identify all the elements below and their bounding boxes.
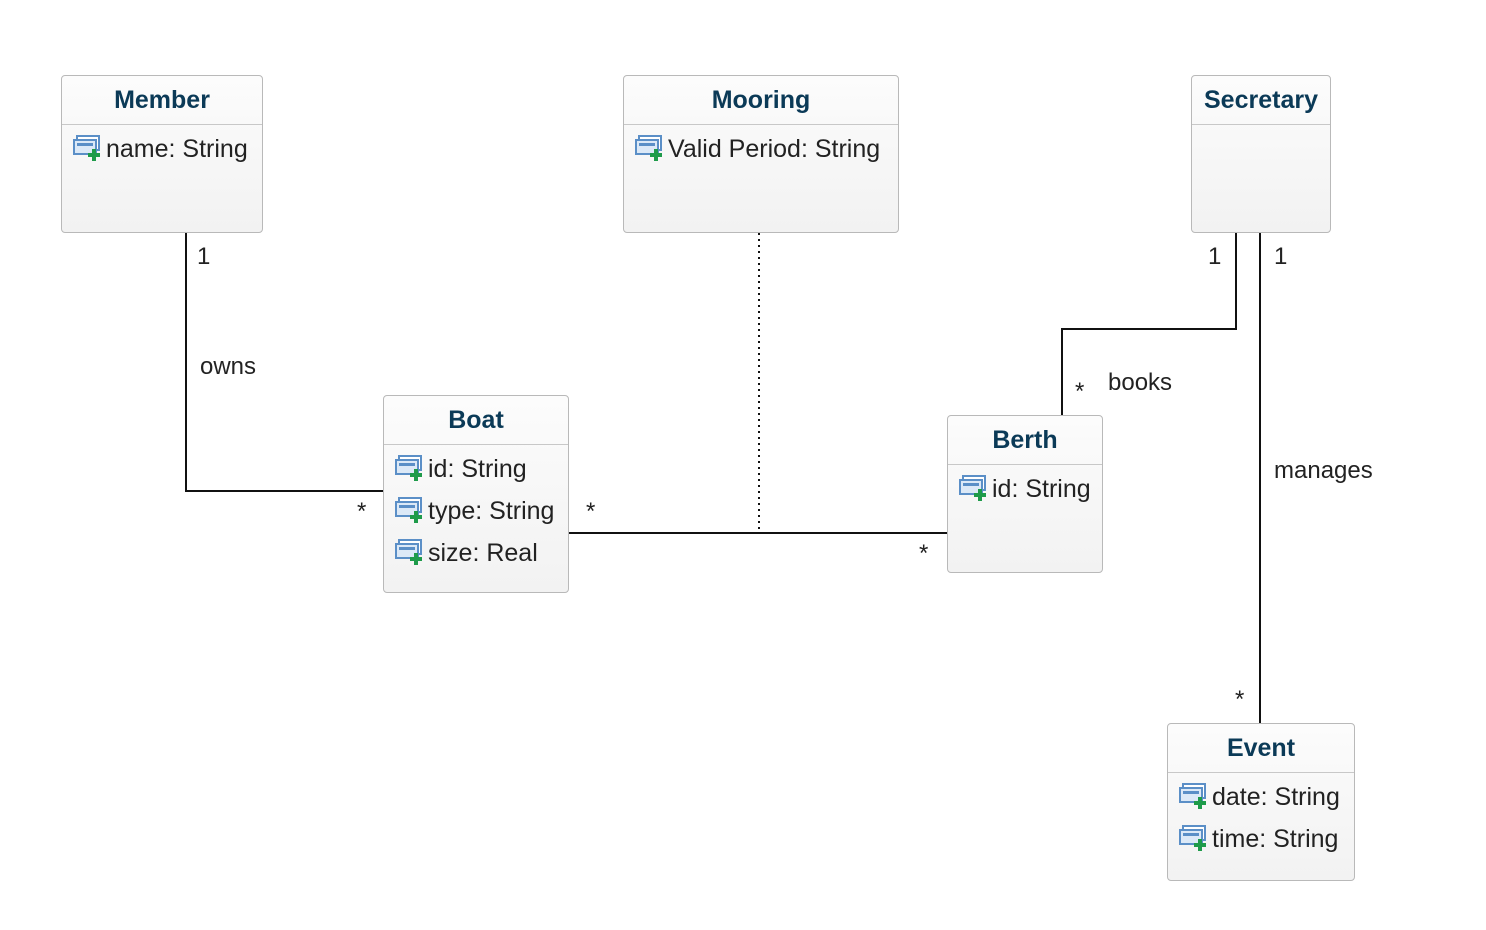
owns-member-multiplicity: 1 bbox=[197, 243, 211, 270]
class-name: Member bbox=[62, 76, 262, 125]
class-boat[interactable]: Boat id: String type: String size: Real bbox=[383, 395, 569, 593]
attribute-text: Valid Period: String bbox=[668, 134, 881, 163]
attribute-text: id: String bbox=[992, 474, 1091, 503]
class-name: Secretary bbox=[1192, 76, 1330, 125]
class-name: Event bbox=[1168, 724, 1354, 773]
manages-association-name: manages bbox=[1274, 457, 1373, 484]
attribute-add-icon bbox=[394, 454, 426, 486]
attribute-text: time: String bbox=[1212, 824, 1339, 853]
attribute-list bbox=[1192, 125, 1330, 128]
attribute-list: date: String time: String bbox=[1168, 773, 1354, 860]
manages-event-multiplicity: * bbox=[1235, 686, 1245, 713]
attribute-add-icon bbox=[958, 474, 990, 506]
books-berth-multiplicity: * bbox=[1075, 378, 1085, 405]
attribute-list: id: String type: String size: Real bbox=[384, 445, 568, 574]
attribute-text: size: Real bbox=[428, 538, 538, 567]
attribute-row[interactable]: name: String bbox=[62, 128, 262, 170]
class-event[interactable]: Event date: String time: String bbox=[1167, 723, 1355, 881]
attribute-add-icon bbox=[72, 134, 104, 166]
attribute-row[interactable]: id: String bbox=[384, 448, 568, 490]
attribute-row[interactable]: size: Real bbox=[384, 532, 568, 574]
books-association-line[interactable] bbox=[1061, 233, 1237, 415]
attribute-text: name: String bbox=[106, 134, 248, 163]
attribute-text: type: String bbox=[428, 496, 555, 525]
mooring-boat-multiplicity: * bbox=[586, 498, 596, 525]
attribute-row[interactable]: date: String bbox=[1168, 776, 1354, 818]
class-secretary[interactable]: Secretary bbox=[1191, 75, 1331, 233]
class-name: Berth bbox=[948, 416, 1102, 465]
class-member[interactable]: Member name: String bbox=[61, 75, 263, 233]
attribute-add-icon bbox=[394, 496, 426, 528]
manages-secretary-multiplicity: 1 bbox=[1274, 243, 1288, 270]
owns-association-name: owns bbox=[200, 353, 257, 380]
attribute-add-icon bbox=[1178, 782, 1210, 814]
attribute-row[interactable]: type: String bbox=[384, 490, 568, 532]
attribute-list: Valid Period: String bbox=[624, 125, 898, 170]
class-mooring[interactable]: Mooring Valid Period: String bbox=[623, 75, 899, 233]
books-association-name: books bbox=[1108, 369, 1173, 396]
class-name: Mooring bbox=[624, 76, 898, 125]
attribute-text: id: String bbox=[428, 454, 527, 483]
attribute-add-icon bbox=[634, 134, 666, 166]
books-secretary-multiplicity: 1 bbox=[1208, 243, 1222, 270]
owns-association-line[interactable] bbox=[185, 233, 383, 492]
attribute-list: id: String bbox=[948, 465, 1102, 510]
attribute-list: name: String bbox=[62, 125, 262, 170]
class-name: Boat bbox=[384, 396, 568, 445]
attribute-add-icon bbox=[394, 538, 426, 570]
attribute-text: date: String bbox=[1212, 782, 1340, 811]
mooring-berth-multiplicity: * bbox=[919, 540, 929, 567]
attribute-row[interactable]: time: String bbox=[1168, 818, 1354, 860]
attribute-row[interactable]: Valid Period: String bbox=[624, 128, 898, 170]
owns-boat-multiplicity: * bbox=[357, 498, 367, 525]
attribute-add-icon bbox=[1178, 824, 1210, 856]
class-berth[interactable]: Berth id: String bbox=[947, 415, 1103, 573]
attribute-row[interactable]: id: String bbox=[948, 468, 1102, 510]
